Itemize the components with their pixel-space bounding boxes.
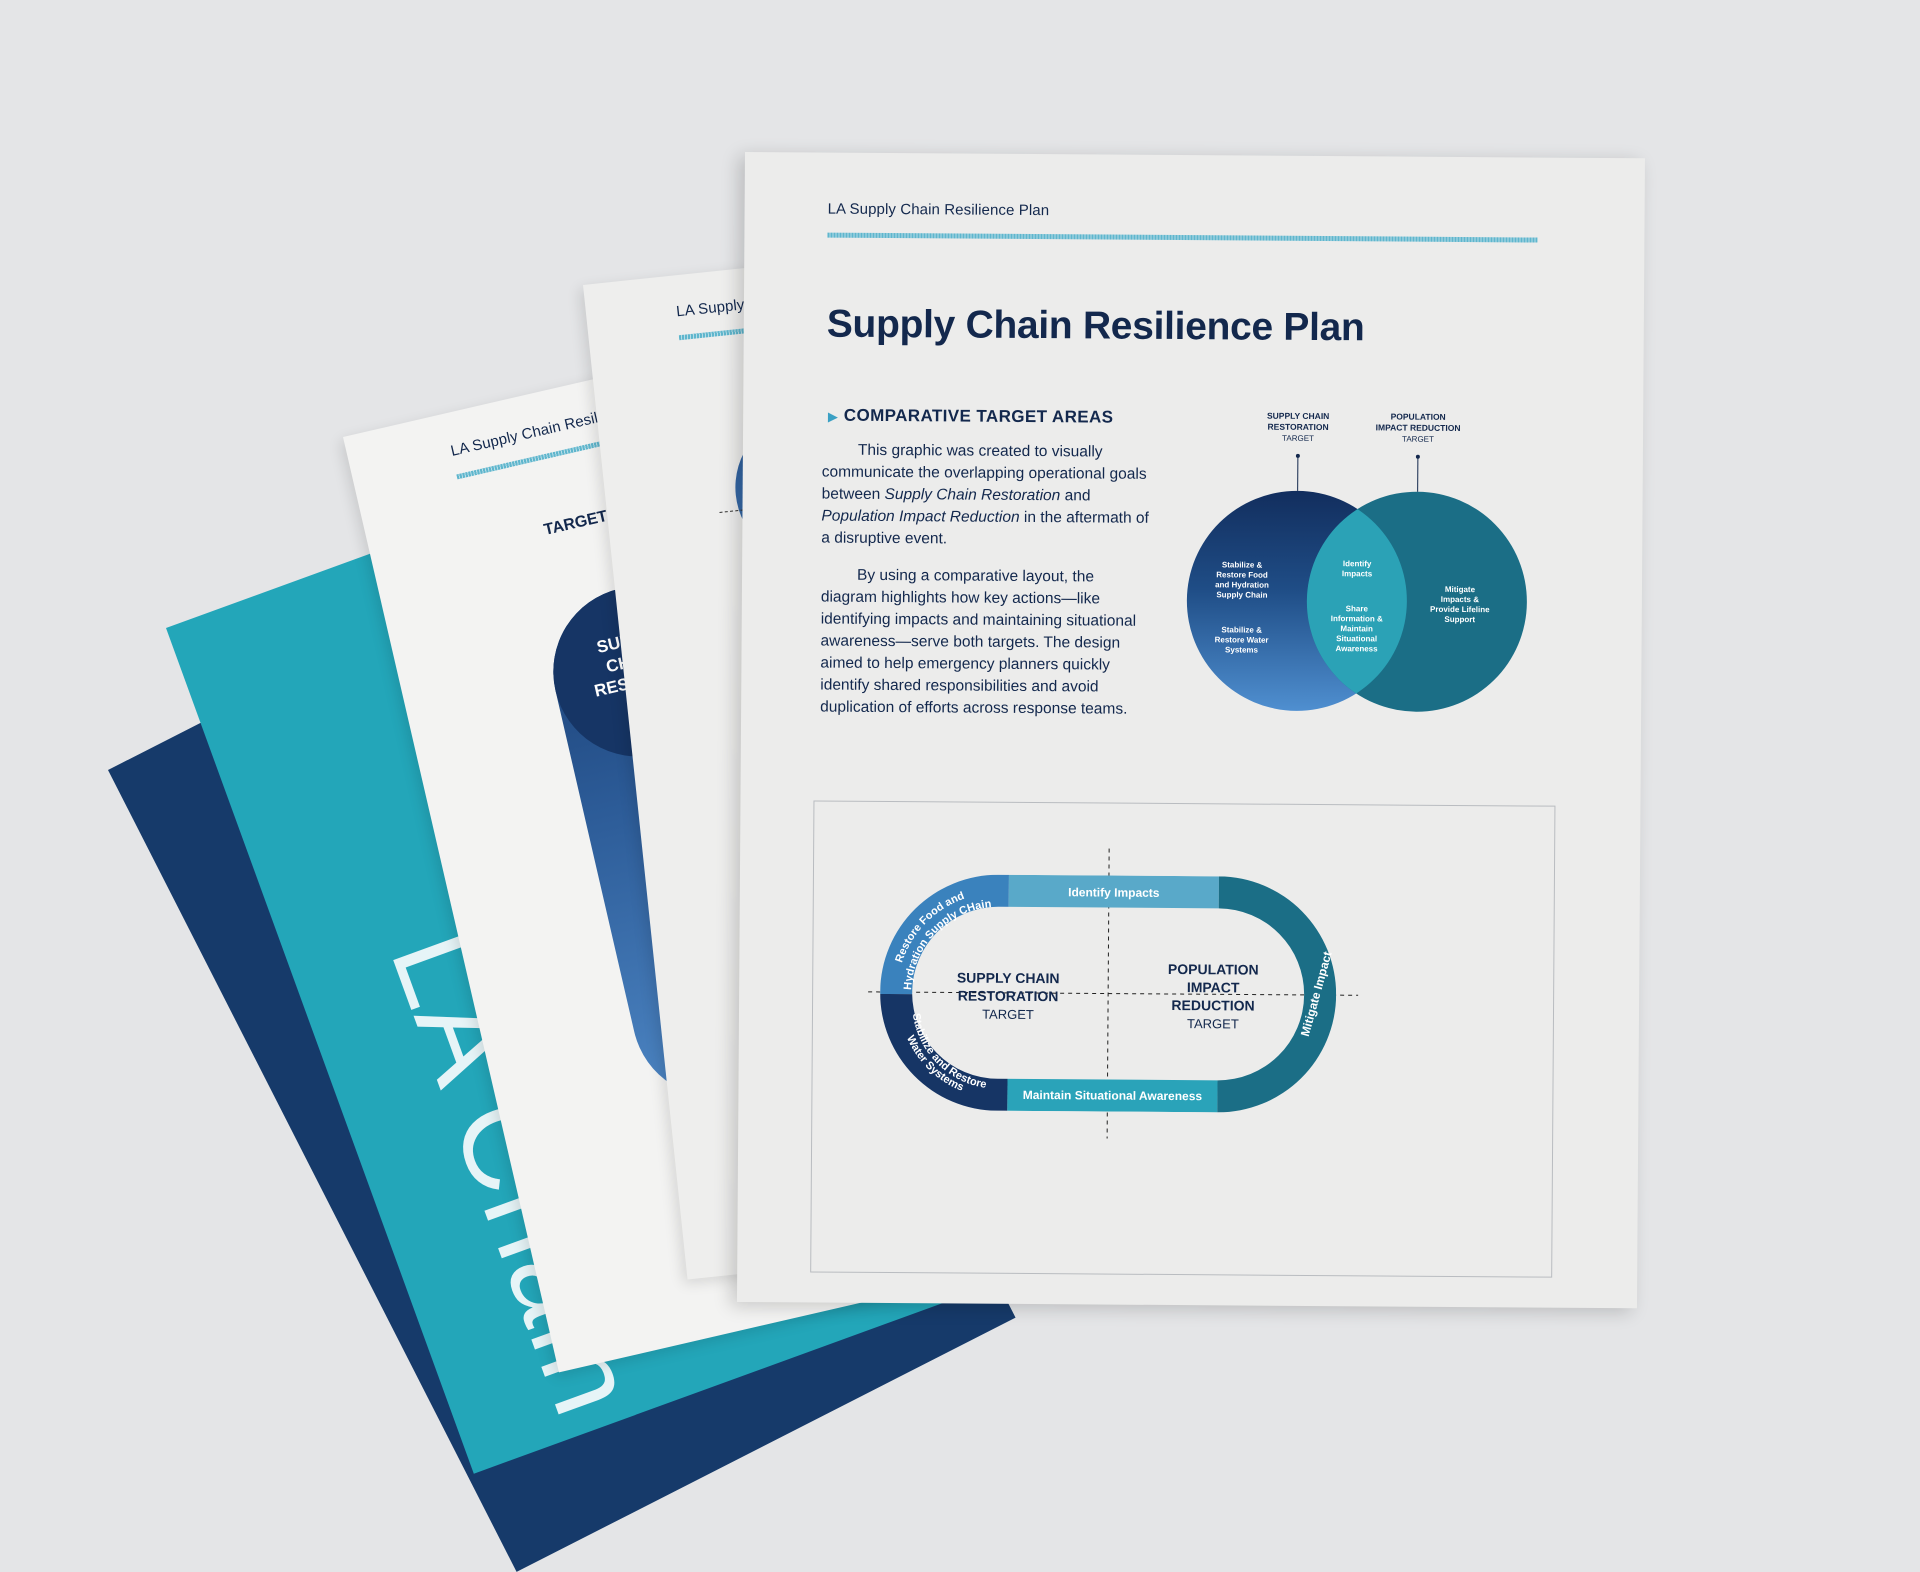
venn-item: Impacts & bbox=[1441, 595, 1480, 604]
venn-item: Share bbox=[1346, 604, 1369, 613]
paragraph-1-emphasis: Population Impact Reduction bbox=[821, 508, 1019, 526]
mockup-scene: LA Chain LA Supply Chain Resili TARGET S… bbox=[0, 0, 1920, 1281]
back-sheet-header: LA Supply Chain Resili bbox=[449, 409, 603, 460]
segment-right bbox=[1217, 864, 1359, 1127]
venn-left-label: SUPPLY CHAIN bbox=[1267, 411, 1329, 421]
venn-item: and Hydration bbox=[1215, 580, 1269, 589]
section-heading-text: COMPARATIVE TARGET AREAS bbox=[844, 406, 1114, 427]
venn-item: Mitigate bbox=[1445, 585, 1476, 594]
front-sheet: LA Supply Chain Resilience Plan Supply C… bbox=[737, 152, 1645, 1308]
track-right-center-label: IMPACT bbox=[1187, 979, 1240, 995]
paragraph-1-emphasis: Supply Chain Restoration bbox=[884, 486, 1060, 504]
track-left-target: TARGET bbox=[982, 1007, 1034, 1022]
venn-item: Restore Water bbox=[1215, 635, 1269, 644]
track-diagram: Identify Impacts Maintain Situational Aw… bbox=[811, 802, 1554, 1277]
venn-item: Stabilize & bbox=[1222, 560, 1263, 569]
back-target-label: TARGET bbox=[542, 508, 609, 540]
section-heading: ▶ COMPARATIVE TARGET AREAS bbox=[828, 406, 1113, 428]
venn-right-label: IMPACT REDUCTION bbox=[1376, 422, 1461, 433]
venn-right-pointer-dot bbox=[1416, 455, 1420, 459]
venn-item: Stabilize & bbox=[1221, 625, 1262, 634]
venn-item: Provide Lifeline bbox=[1430, 605, 1490, 614]
venn-right-target: TARGET bbox=[1402, 435, 1434, 444]
venn-item: Restore Food bbox=[1216, 570, 1268, 579]
paragraph-1: This graphic was created to visually com… bbox=[821, 440, 1152, 552]
track-diagram-frame: Identify Impacts Maintain Situational Aw… bbox=[810, 800, 1555, 1277]
venn-item: Awareness bbox=[1335, 644, 1378, 653]
venn-item: Information & bbox=[1331, 614, 1383, 623]
venn-item: Systems bbox=[1225, 645, 1259, 654]
venn-item: Supply Chain bbox=[1216, 590, 1267, 599]
track-axis-horizontal bbox=[868, 992, 1358, 995]
venn-left-target: TARGET bbox=[1282, 434, 1314, 443]
track-right-target: TARGET bbox=[1187, 1016, 1239, 1031]
track-right-center-label: REDUCTION bbox=[1171, 997, 1254, 1014]
venn-right-label: POPULATION bbox=[1391, 412, 1446, 422]
venn-item: Support bbox=[1444, 615, 1475, 624]
paragraph-1-text: and bbox=[1060, 487, 1090, 504]
venn-left-pointer-dot bbox=[1296, 454, 1300, 458]
paragraph-2: By using a comparative layout, the diagr… bbox=[820, 565, 1151, 721]
track-right-center-label: POPULATION bbox=[1168, 961, 1259, 978]
page-title: Supply Chain Resilience Plan bbox=[827, 303, 1365, 351]
track-top-label: Identify Impacts bbox=[1068, 885, 1160, 900]
page-header: LA Supply Chain Resilience Plan bbox=[828, 201, 1050, 220]
venn-left-label: RESTORATION bbox=[1268, 422, 1329, 432]
venn-diagram: SUPPLY CHAIN RESTORATION TARGET POPULATI… bbox=[1171, 405, 1553, 728]
triangle-bullet-icon: ▶ bbox=[828, 410, 838, 424]
track-left-center-label: RESTORATION bbox=[958, 988, 1059, 1005]
track-bottom-label: Maintain Situational Awareness bbox=[1023, 1088, 1203, 1103]
header-divider bbox=[827, 233, 1537, 243]
track-left-center-label: SUPPLY CHAIN bbox=[957, 969, 1060, 986]
venn-item: Impacts bbox=[1342, 569, 1373, 578]
venn-item: Maintain bbox=[1340, 624, 1373, 633]
venn-item: Situational bbox=[1336, 634, 1377, 643]
venn-item: Identify bbox=[1343, 559, 1372, 568]
second-sheet-header: LA Supply bbox=[675, 296, 745, 320]
